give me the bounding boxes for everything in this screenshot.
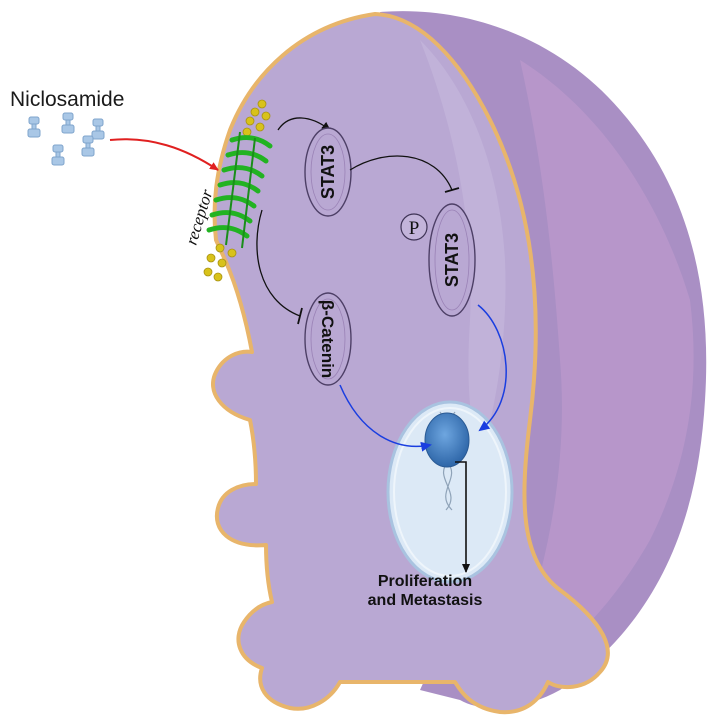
- niclosamide-molecules-icon: [28, 113, 104, 165]
- stat3-protein-upper: STAT3: [305, 128, 351, 216]
- phospho-stat3-protein: STAT3: [429, 204, 475, 316]
- phosphate-group: P: [401, 214, 427, 240]
- stat3-upper-label: STAT3: [318, 145, 338, 199]
- dna-blob: [425, 413, 469, 467]
- drug-to-receptor-arrow: [110, 139, 218, 170]
- beta-catenin-protein: β-Catenin: [305, 293, 351, 385]
- drug-label: Niclosamide: [10, 88, 124, 111]
- stat3-lower-label: STAT3: [442, 233, 462, 287]
- outcome-label-line1: Proliferation: [378, 573, 472, 590]
- phosphate-label: P: [409, 218, 420, 239]
- outcome-label-line2: and Metastasis: [368, 592, 483, 609]
- beta-catenin-label: β-Catenin: [318, 300, 337, 378]
